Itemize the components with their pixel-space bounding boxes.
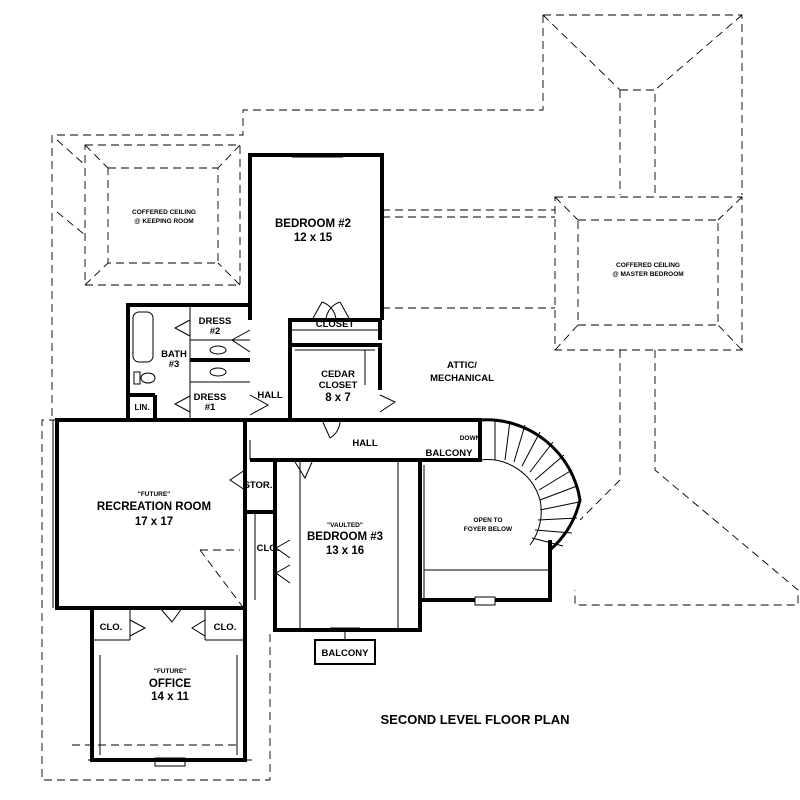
office-tag: "FUTURE" — [154, 668, 187, 675]
bedroom3-name: BEDROOM #3 — [307, 531, 383, 543]
closet-bedroom3-label: CLO. — [257, 543, 280, 554]
balcony-bottom-label: BALCONY — [322, 648, 370, 659]
closet-office-right-label: CLO. — [214, 622, 237, 633]
down-label: DOWN — [460, 435, 481, 442]
recreation-size: 17 x 17 — [135, 516, 173, 528]
linen-label: LIN. — [134, 403, 149, 412]
closet-label: CLOSET — [316, 319, 355, 330]
coffered-ceiling-keeping-room — [84, 144, 241, 286]
coffered-ceiling-master-bedroom — [554, 196, 743, 351]
hall-left-label: HALL — [257, 390, 283, 401]
attic-label-1: ATTIC/ — [447, 360, 477, 371]
bedroom2-size: 12 x 15 — [294, 232, 333, 244]
coffered-keeping-label-1: COFFERED CEILING — [132, 209, 196, 216]
balcony-stair-label: BALCONY — [426, 448, 474, 459]
room-labels: BEDROOM #2 12 x 15 CLOSET CEDAR CLOSET 8… — [97, 209, 684, 727]
office-size: 14 x 11 — [151, 691, 189, 703]
recreation-name: RECREATION ROOM — [97, 501, 211, 513]
cedar-closet-name2: CLOSET — [319, 380, 358, 391]
attic-label-2: MECHANICAL — [430, 373, 494, 384]
bedroom3-tag: "VAULTED" — [327, 522, 363, 529]
dress1-name: DRESS — [194, 392, 227, 403]
bedroom3-size: 13 x 16 — [326, 545, 364, 557]
dress2-name: DRESS — [199, 316, 232, 327]
coffered-keeping-label-2: @ KEEPING ROOM — [134, 218, 193, 225]
hall-main-label: HALL — [352, 438, 378, 449]
dress2-num: #2 — [210, 326, 221, 337]
door-swings — [129, 301, 397, 637]
coffered-master-label-2: @ MASTER BEDROOM — [612, 271, 683, 278]
dress1-num: #1 — [205, 402, 216, 413]
open-to-label-2: FOYER BELOW — [464, 526, 513, 533]
bath3-num: #3 — [169, 359, 180, 370]
storage-label: STOR. — [244, 480, 273, 491]
coffered-master-label-1: COFFERED CEILING — [616, 262, 680, 269]
stair-treads — [494, 420, 580, 547]
office-name: OFFICE — [149, 678, 191, 690]
cedar-closet-name1: CEDAR — [321, 369, 355, 380]
roof-outline — [41, 14, 799, 781]
bedroom2-name: BEDROOM #2 — [275, 218, 351, 230]
walls — [52, 153, 582, 767]
closet-office-left-label: CLO. — [100, 622, 123, 633]
open-to-label-1: OPEN TO — [473, 517, 502, 524]
plan-title: SECOND LEVEL FLOOR PLAN — [381, 712, 570, 727]
cedar-closet-size: 8 x 7 — [325, 392, 351, 404]
recreation-tag: "FUTURE" — [138, 491, 171, 498]
bath3-name: BATH — [161, 349, 187, 360]
